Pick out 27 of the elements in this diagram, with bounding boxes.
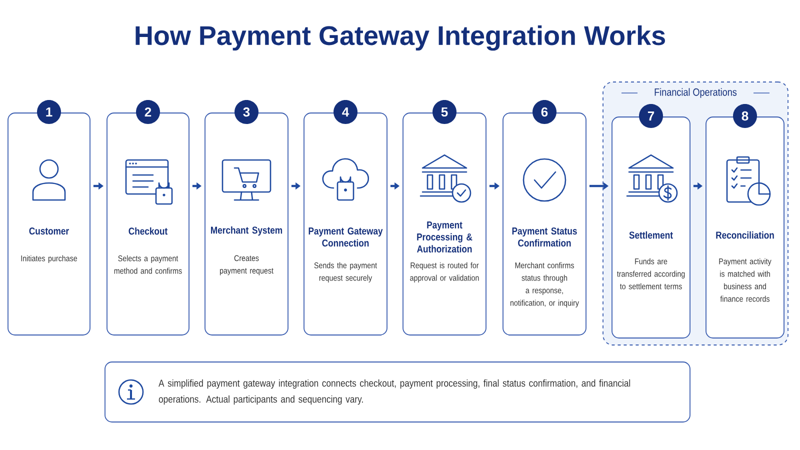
step-title: Checkout	[128, 227, 168, 235]
group-title: Financial Operations	[653, 87, 738, 99]
step-number: 6	[532, 100, 556, 124]
step-title: Payment Status Confirmation	[512, 227, 577, 247]
title: How Payment Gateway Integration Works	[136, 25, 665, 51]
step-description: Sends the payment request securely	[314, 262, 377, 282]
step-description: Initiates purchase	[21, 255, 78, 263]
step-title: Payment Gateway Connection	[308, 227, 383, 247]
step-description: Creates payment request	[220, 255, 274, 276]
step-number: 5	[432, 100, 456, 124]
step-number: 3	[234, 100, 258, 124]
step-description: Payment activity is matched with business and finance records	[719, 258, 772, 302]
step-number: 7	[639, 104, 663, 128]
step-number: 2	[136, 100, 160, 124]
step-title: Payment Processing & Authorization	[417, 222, 472, 252]
step-description: Request is routed for approval or validation	[410, 262, 479, 282]
note-box: A simplified payment gateway integration connects checkout, payment processing, final status confirmation, and financial operations. Actual participants and sequencing vary.	[104, 362, 690, 422]
step-title: Reconciliation	[716, 231, 774, 239]
step-title: Settlement	[629, 231, 673, 239]
step-number: 8	[733, 104, 757, 128]
step-number: 1	[37, 100, 61, 124]
step-description: Selects a payment method and confirms	[114, 255, 182, 274]
step-title: Customer	[29, 227, 69, 235]
step-number: 4	[334, 100, 358, 124]
step-description: Merchant confirms status through a response, notification, or inquiry	[510, 262, 579, 308]
step-description: Funds are transferred according to settlement terms	[617, 258, 685, 290]
step-title: Merchant System	[211, 226, 282, 236]
